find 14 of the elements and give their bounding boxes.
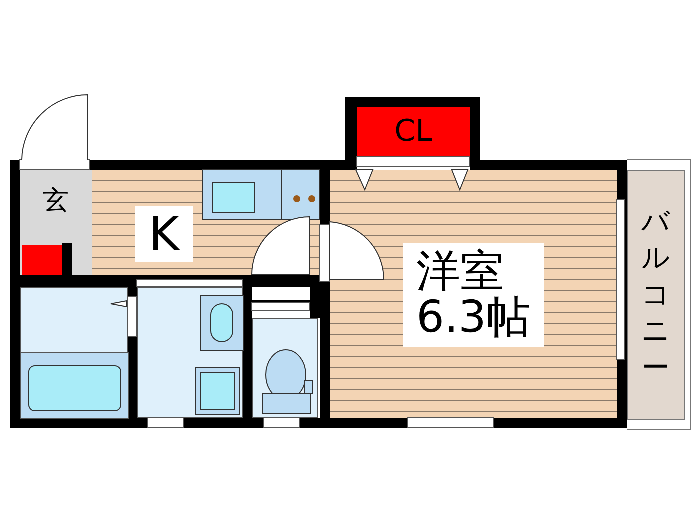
toilet-room (252, 318, 318, 418)
washroom (137, 287, 243, 418)
western-room (330, 170, 617, 420)
kitchen-room (92, 170, 320, 275)
room-label: 6.3帖 (416, 295, 530, 342)
balcony-label: バルコニー (641, 204, 671, 386)
bathroom (20, 287, 128, 418)
room-label: 玄 (43, 188, 69, 216)
entrance-area (20, 170, 92, 275)
room-label: K (149, 210, 180, 258)
room-label: 洋室 (416, 248, 504, 295)
balcony-area (627, 170, 685, 420)
closet-area (357, 107, 470, 157)
room-label: CL (394, 116, 432, 148)
